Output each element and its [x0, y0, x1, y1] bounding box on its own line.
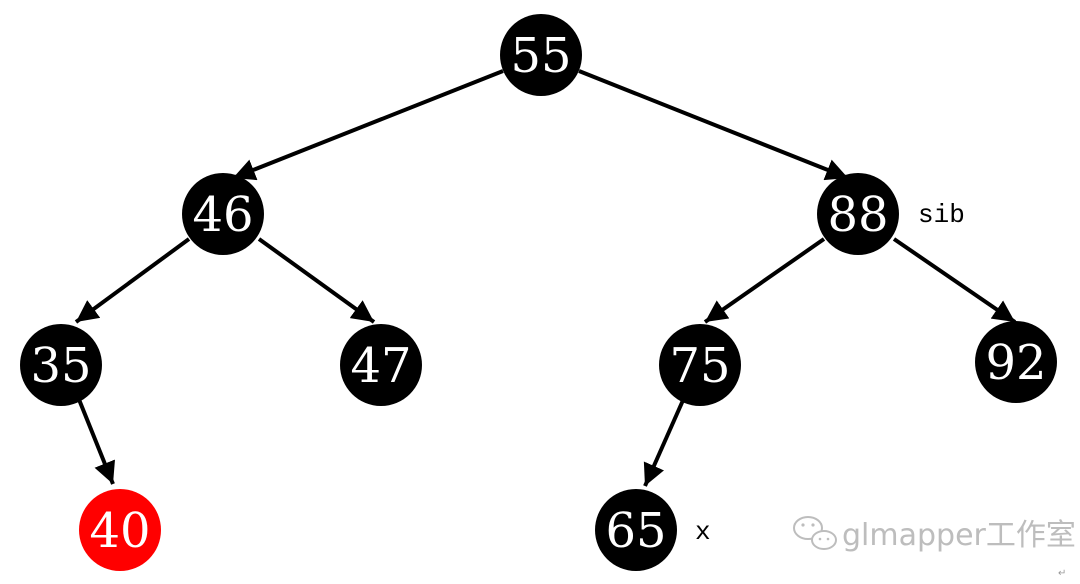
tree-node-92: 92	[975, 321, 1057, 403]
node-circle	[500, 14, 582, 96]
edge-88-92	[892, 237, 1017, 324]
node-circle	[975, 321, 1057, 403]
tree-node-46: 46	[182, 173, 264, 255]
node-label: 35	[30, 338, 91, 394]
edge-55-88	[578, 69, 849, 181]
tree-node-35: 35	[20, 324, 102, 406]
node-label: 88	[827, 187, 888, 243]
edge-35-40	[76, 396, 115, 485]
node-circle	[182, 173, 264, 255]
tree-node-65: 65	[595, 489, 677, 571]
tree-node-88: 88	[817, 173, 899, 255]
tree-node-75: 75	[659, 324, 741, 406]
node-circle	[595, 489, 677, 571]
node-label: 92	[985, 335, 1046, 391]
edge-46-35	[74, 237, 191, 324]
tree-node-47: 47	[340, 324, 422, 406]
node-label: 47	[350, 338, 411, 394]
tree-node-55: 55	[500, 14, 582, 96]
edges	[74, 69, 1017, 487]
node-circle	[20, 324, 102, 406]
edge-88-75	[703, 237, 826, 324]
watermark: glmapper工作室	[793, 516, 1076, 553]
edge-46-47	[257, 237, 376, 324]
node-label: 75	[669, 338, 730, 394]
edge-75-65	[643, 397, 686, 487]
node-circle	[817, 173, 899, 255]
sibling-label: sib	[918, 200, 965, 230]
edge-55-46	[232, 69, 504, 181]
node-circle	[79, 489, 161, 571]
node-label: 55	[510, 28, 571, 84]
node-label: 65	[605, 503, 666, 559]
wechat-icon	[793, 516, 837, 550]
x-label: x	[695, 517, 711, 547]
return-mark: ↵	[1058, 568, 1066, 579]
tree-node-40: 40	[79, 489, 161, 571]
node-label: 40	[89, 503, 150, 559]
watermark-text: glmapper工作室	[842, 518, 1076, 553]
node-label: 46	[192, 187, 253, 243]
node-circle	[340, 324, 422, 406]
node-circle	[659, 324, 741, 406]
